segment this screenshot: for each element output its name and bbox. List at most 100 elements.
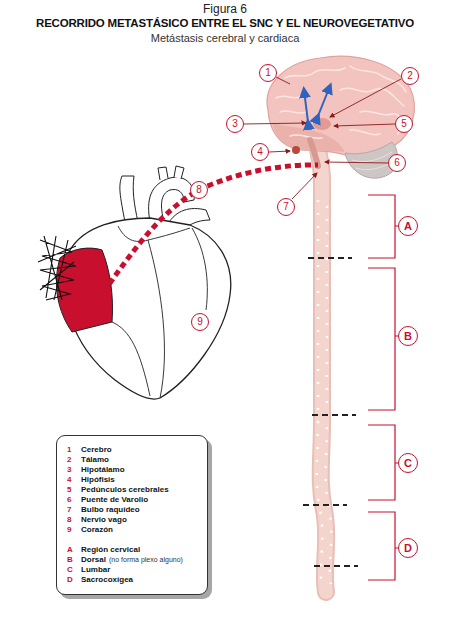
leader-line: [325, 162, 388, 163]
gyrus: [290, 135, 322, 138]
leader-line: [330, 79, 401, 117]
segment-divider: [314, 565, 358, 567]
callout-number: 6: [388, 154, 406, 172]
heart: [38, 166, 231, 399]
callout-text: A: [404, 221, 412, 231]
key-name: Tálamo: [81, 455, 109, 465]
thalamus: [313, 118, 331, 130]
segment-marker: D: [398, 538, 418, 558]
callout-text: B: [404, 331, 412, 341]
key-name: Nervio vago: [81, 515, 127, 525]
callout-text: 7: [283, 202, 289, 212]
key-number: C: [67, 565, 73, 575]
leader-line: [269, 151, 290, 152]
callout-text: D: [404, 543, 412, 553]
leader-line: [276, 77, 290, 84]
key-number: 7: [67, 505, 71, 515]
bracket: [368, 195, 399, 258]
segment-marker: B: [398, 326, 418, 346]
blue-arrow: [304, 90, 308, 122]
segment-marker: A: [398, 216, 418, 236]
callout-text: 8: [196, 185, 202, 195]
gyrus: [280, 111, 306, 113]
callout-text: 1: [265, 68, 271, 78]
heart-line: [148, 240, 164, 398]
legend-box: 1 Cerebro 2 Tálamo 3 Hipotálamo 4 Hipófisis 5 Ped…: [56, 435, 208, 595]
key-number: 4: [67, 475, 71, 485]
brain-gyri: [276, 66, 406, 138]
key-number: A: [67, 545, 73, 555]
key-number: 6: [67, 495, 71, 505]
bracket: [368, 268, 398, 410]
key-name: Hipófisis: [81, 475, 115, 485]
cord-foramina: [326, 206, 332, 584]
callout-number: 1: [259, 64, 277, 82]
key-number: 1: [67, 445, 71, 455]
key-name: Región cervical: [81, 545, 140, 555]
callout-number: 5: [395, 115, 413, 133]
gyrus: [276, 96, 302, 98]
vagus-nerve: [98, 165, 318, 300]
key-name: Corazón: [81, 525, 113, 535]
leader-lines: [244, 77, 401, 199]
key-note: (no forma plexo alguno): [109, 555, 183, 565]
brainstem: [310, 140, 318, 166]
temporal-lobe: [272, 122, 345, 152]
cerebellum-folia: [352, 152, 392, 170]
heart-vessel: [120, 176, 138, 222]
segment-marker: C: [398, 453, 418, 473]
callout-text: 5: [401, 119, 407, 129]
heart-line: [112, 322, 150, 396]
callout-number: 8: [190, 181, 208, 199]
gyrus: [340, 88, 404, 106]
gyrus: [350, 130, 380, 135]
bracket: [368, 425, 398, 500]
key-name: Bulbo raquídeo: [81, 505, 140, 515]
callout-number: 2: [401, 67, 419, 85]
callout-text: 2: [407, 71, 413, 81]
callout-text: C: [404, 458, 412, 468]
callout-text: 3: [232, 119, 238, 129]
blue-arrow: [318, 86, 330, 116]
figure-number: Figura 6: [0, 2, 450, 16]
callout-text: 9: [197, 317, 203, 327]
segment-divider: [308, 257, 352, 259]
scribble: [38, 236, 76, 300]
heart-line: [192, 228, 207, 310]
callout-number: 9: [191, 313, 209, 331]
segment-brackets: [368, 195, 399, 580]
key-name: Dorsal: [81, 555, 106, 565]
figure-title: RECORRIDO METASTÁSICO ENTRE EL SNC Y EL …: [0, 17, 450, 29]
key-number: 3: [67, 465, 71, 475]
key-number: 2: [67, 455, 71, 465]
callout-number: 4: [251, 143, 269, 161]
callout-text: 4: [257, 147, 263, 157]
key-name: Sacrocoxígea: [81, 575, 133, 585]
callout-text: 6: [394, 158, 400, 168]
key-number: D: [67, 575, 73, 585]
key-number: B: [67, 555, 73, 565]
callout-number: 3: [226, 115, 244, 133]
heart-vessel: [158, 166, 184, 180]
leader-line: [244, 123, 306, 124]
gyrus: [285, 68, 345, 78]
leader-line: [334, 124, 395, 126]
figure-subtitle: Metástasis cerebral y cardiaca: [0, 32, 450, 44]
bracket: [368, 512, 398, 580]
key-number: 8: [67, 515, 71, 525]
segment-divider: [312, 414, 356, 416]
hypophysis: [292, 146, 300, 154]
leader-line: [292, 173, 317, 199]
key-number: 5: [67, 485, 71, 495]
key-name: Cerebro: [81, 445, 112, 455]
folium: [352, 152, 392, 162]
segment-divider: [303, 504, 347, 506]
key-name: Lumbar: [81, 565, 110, 575]
callout-number: 7: [277, 198, 295, 216]
key-name: Puente de Varolio: [81, 495, 148, 505]
key-number: 9: [67, 525, 71, 535]
key-name: Hipotálamo: [81, 465, 125, 475]
key-name: Pedúnculos cerebrales: [81, 485, 169, 495]
